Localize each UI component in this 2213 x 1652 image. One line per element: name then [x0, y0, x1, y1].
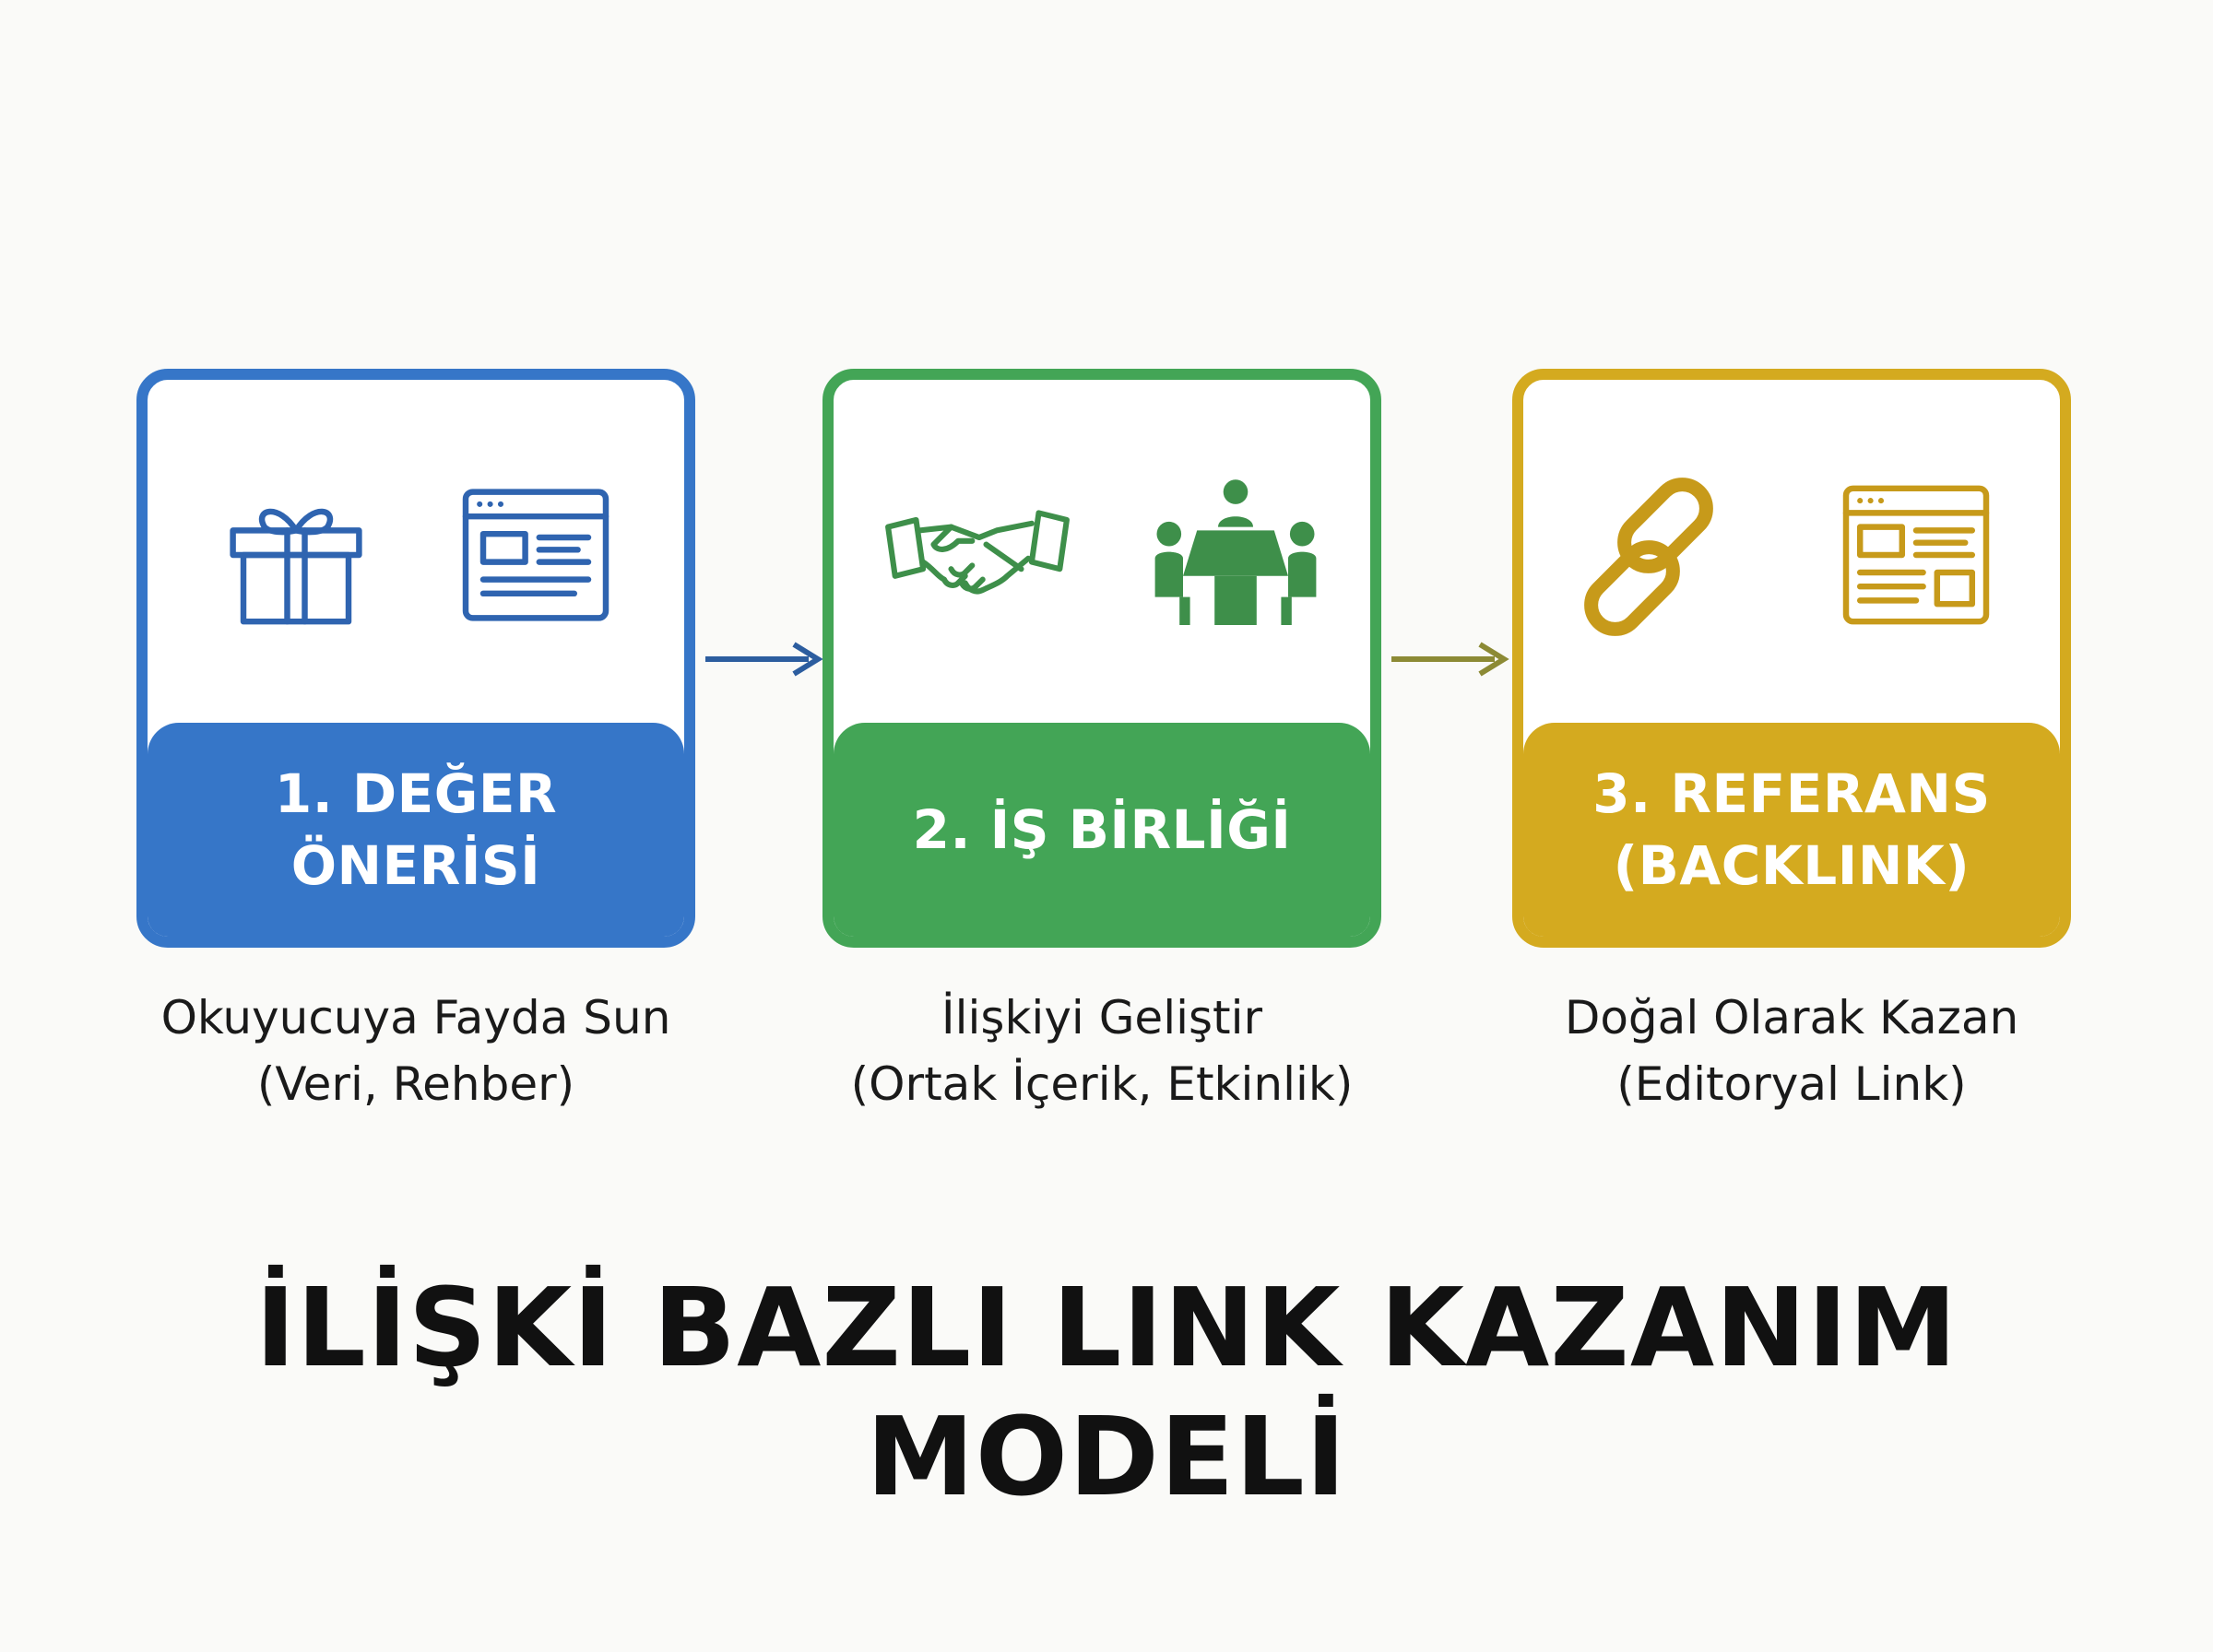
- step-icons: [148, 463, 684, 647]
- step-icons: [1523, 463, 2060, 647]
- web-page-icon: [1842, 485, 1990, 625]
- step-description: Doğal Olarak Kazan (Editoryal Link): [1564, 991, 2019, 1111]
- step-icons: [834, 463, 1370, 647]
- meeting-table-icon: [1154, 479, 1317, 625]
- step-description: İlişkiyi Geliştir (Ortak İçerik, Etkinli…: [850, 991, 1354, 1111]
- step-card-collaboration: 2. İŞ BİRLİĞİ: [822, 369, 1381, 948]
- gift-icon: [230, 508, 362, 625]
- step-band: 1. DEĞER ÖNERİSİ: [148, 723, 684, 937]
- step-card-value-proposition: 1. DEĞER ÖNERİSİ: [136, 369, 695, 948]
- step-card-reference-backlink: 3. REFERANS (BACKLINK): [1512, 369, 2071, 948]
- arrow-right-icon: [1391, 642, 1509, 677]
- step-title: 3. REFERANS (BACKLINK): [1592, 762, 1991, 897]
- step-title: 2. İŞ BİRLİĞİ: [912, 798, 1292, 861]
- diagram-title: İLİŞKİ BAZLI LINK KAZANIM MODELİ: [254, 1264, 1959, 1520]
- step-description: Okuyucuya Fayda Sun (Veri, Rehber): [160, 991, 671, 1111]
- handshake-icon: [885, 510, 1070, 595]
- arrow-right-icon: [705, 642, 823, 677]
- step-band: 3. REFERANS (BACKLINK): [1523, 723, 2060, 937]
- chain-link-icon: [1584, 478, 1713, 636]
- step-title: 1. DEĞER ÖNERİSİ: [274, 762, 558, 897]
- step-band: 2. İŞ BİRLİĞİ: [834, 723, 1370, 937]
- web-page-icon: [462, 489, 609, 621]
